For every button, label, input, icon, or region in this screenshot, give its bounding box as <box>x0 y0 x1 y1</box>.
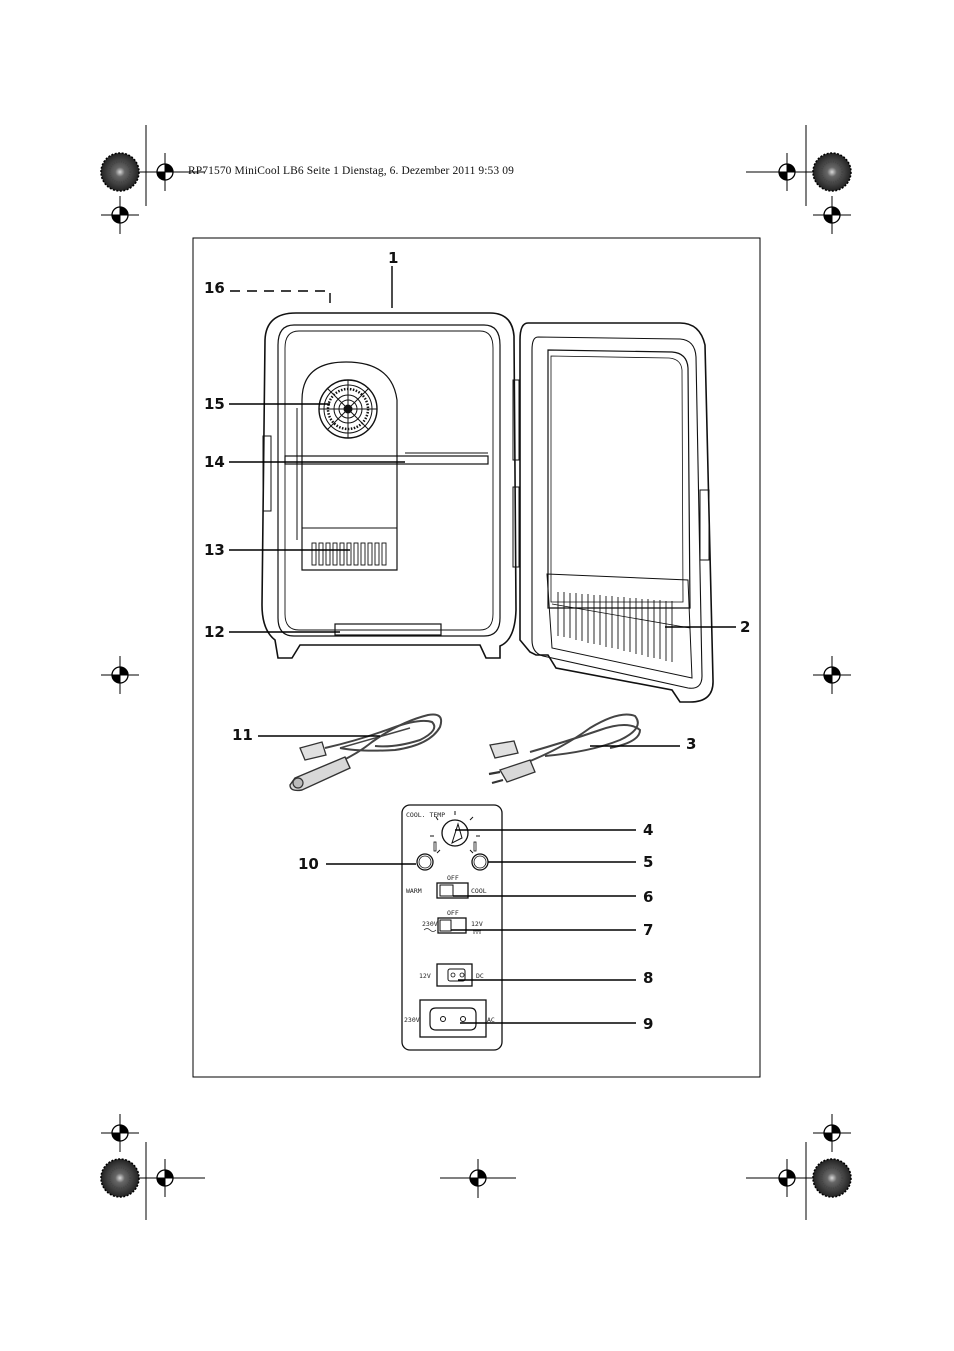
fridge-body <box>261 312 520 659</box>
star-target-icon <box>811 1157 853 1199</box>
callout-15: 15 <box>204 395 225 413</box>
callout-1: 1 <box>388 249 398 267</box>
print-header: RP71570 MiniCool LB6 Seite 1 Dienstag, 6… <box>188 165 514 177</box>
ac-dc-symbols <box>423 928 481 934</box>
registration-mark-icon <box>100 195 140 235</box>
callout-6: 6 <box>643 888 653 906</box>
callout-10: 10 <box>298 855 319 873</box>
mode-off-label: OFF <box>447 874 459 882</box>
v12-label: 12V <box>471 920 483 928</box>
callout-5: 5 <box>643 853 653 871</box>
registration-mark-icon <box>812 195 852 235</box>
control-panel <box>401 804 503 1051</box>
fan-icon <box>318 379 378 439</box>
registration-mark-icon <box>812 1113 852 1153</box>
registration-mark-icon <box>100 1113 140 1153</box>
registration-mark-icon <box>812 655 852 695</box>
v230-label: 230V <box>422 920 438 928</box>
ac-right-label: AC <box>487 1016 495 1024</box>
callout-14: 14 <box>204 453 225 471</box>
callout-lines <box>229 266 736 1024</box>
callout-12: 12 <box>204 623 225 641</box>
star-target-icon <box>99 151 141 193</box>
registration-mark-icon <box>145 1158 185 1198</box>
cool-temp-label: COOL. TEMP <box>406 811 445 819</box>
star-target-icon <box>99 1157 141 1199</box>
registration-mark-icon <box>458 1158 498 1198</box>
registration-mark-icon <box>767 152 807 192</box>
callout-2: 2 <box>740 618 750 636</box>
mains-cable-icon <box>488 713 642 785</box>
star-target-icon <box>811 151 853 193</box>
registration-mark-icon <box>767 1158 807 1198</box>
cool-label: COOL <box>471 887 487 895</box>
registration-mark-icon <box>145 152 185 192</box>
dc-right-label: DC <box>476 972 484 980</box>
registration-mark-icon <box>100 655 140 695</box>
fridge-door <box>519 322 714 703</box>
figure-frame <box>192 237 761 1078</box>
callout-8: 8 <box>643 969 653 987</box>
callout-11: 11 <box>232 726 253 744</box>
callout-13: 13 <box>204 541 225 559</box>
callout-3: 3 <box>686 735 696 753</box>
dc-left-label: 12V <box>419 972 431 980</box>
car-cable-icon <box>289 713 443 792</box>
crop-marks <box>125 125 828 1220</box>
callout-16: 16 <box>204 279 225 297</box>
callout-4: 4 <box>643 821 653 839</box>
callout-9: 9 <box>643 1015 653 1033</box>
warm-label: WARM <box>406 887 422 895</box>
ac-left-label: 230V <box>404 1016 420 1024</box>
callout-7: 7 <box>643 921 653 939</box>
power-off-label: OFF <box>447 909 459 917</box>
